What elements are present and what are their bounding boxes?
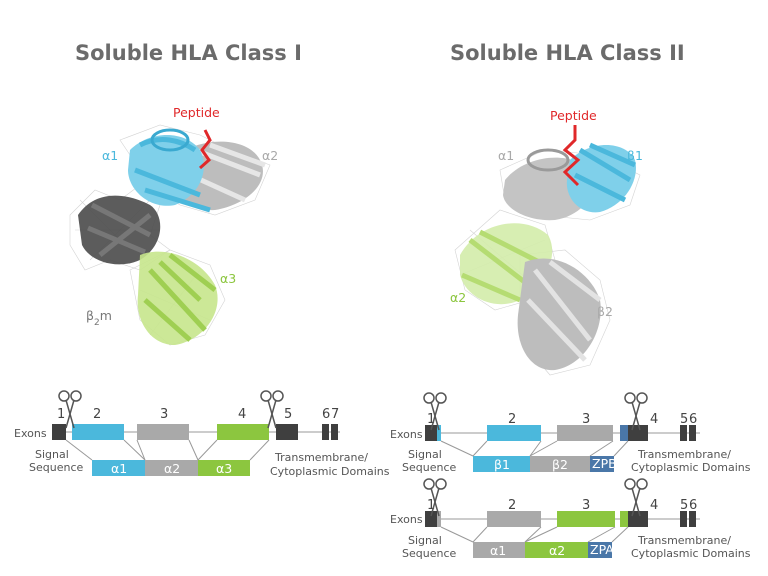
domain-zpb (590, 456, 614, 472)
exon-7 (331, 424, 338, 440)
exon-number: 4 (650, 412, 658, 427)
exon-1 (425, 425, 437, 441)
domain-label: β2 (552, 457, 568, 472)
class2-beta-gene-diagram: 1 2 3 4 5 6 Exons Signal Sequence β1 β2 (390, 392, 751, 474)
exon-4 (628, 425, 648, 441)
exon-number: 3 (582, 498, 590, 513)
exon-3 (557, 425, 613, 441)
class1-b2m-label: β2m (86, 308, 112, 328)
class1-title: Soluble HLA Class I (75, 41, 302, 65)
class2-a1-label: α1 (498, 148, 514, 163)
domain-a1 (92, 460, 145, 476)
domain-a3 (198, 460, 250, 476)
domain-label: ZPA (590, 542, 614, 557)
class1-a2-label: α2 (262, 148, 278, 163)
exon-1 (425, 511, 437, 527)
signal-label: Signal (408, 448, 442, 461)
domain-label: ZPB (592, 456, 617, 471)
exon-number: 6 (322, 407, 330, 422)
scissors-icon (423, 392, 447, 431)
exons-label: Exons (390, 428, 423, 441)
exon-6 (689, 511, 696, 527)
domain-b1 (473, 456, 530, 472)
scissors-icon (624, 392, 648, 431)
exon-3 (557, 511, 615, 527)
tm-label: Transmembrane/ (637, 534, 731, 547)
exon-number: 2 (508, 498, 516, 513)
exon-number: 2 (93, 407, 101, 422)
exons-label: Exons (390, 513, 423, 526)
exon-4 (217, 424, 269, 440)
signal-label: Sequence (402, 461, 456, 474)
domain-a2 (145, 460, 198, 476)
exon-number: 5 (284, 407, 292, 422)
tm-label: Cytoplasmic Domains (270, 465, 390, 478)
tm-label: Transmembrane/ (274, 451, 368, 464)
exons-label: Exons (14, 427, 47, 440)
exon-6 (322, 424, 329, 440)
exon-number: 5 (680, 498, 688, 513)
domain-b2 (530, 456, 590, 472)
exon-2 (487, 425, 541, 441)
scissors-icon (58, 390, 82, 429)
exon-2 (72, 424, 124, 440)
class2-alpha-gene-diagram: 1 2 3 4 5 6 Exons Signal Sequence α1 α2 (390, 478, 751, 560)
class2-title: Soluble HLA Class II (450, 41, 685, 65)
exon-number: 3 (582, 412, 590, 427)
tm-label: Cytoplasmic Domains (631, 547, 751, 560)
exon-number: 1 (57, 407, 65, 422)
exon-number: 7 (331, 407, 339, 422)
exon-5 (276, 424, 298, 440)
exon-6 (689, 425, 696, 441)
exon-number: 3 (160, 407, 168, 422)
tm-label: Cytoplasmic Domains (631, 461, 751, 474)
signal-label: Sequence (29, 461, 83, 474)
domain-a1 (473, 542, 525, 558)
exon-4 (628, 511, 648, 527)
domain-label: β1 (494, 457, 510, 472)
class2-peptide-label: Peptide (550, 108, 597, 123)
domain-label: α1 (490, 543, 506, 558)
exon-number: 4 (238, 407, 246, 422)
class2-b1-label: β1 (627, 148, 643, 163)
class2-a2-label: α2 (450, 290, 466, 305)
domain-label: α3 (216, 461, 232, 476)
domain-label: α1 (111, 461, 127, 476)
scissors-icon (423, 478, 447, 517)
domain-label: α2 (164, 461, 180, 476)
exon-2 (487, 511, 541, 527)
exon-number: 5 (680, 412, 688, 427)
tm-label: Transmembrane/ (637, 448, 731, 461)
exon-number: 6 (689, 412, 697, 427)
domain-a2 (525, 542, 588, 558)
domain-zpa (588, 542, 612, 558)
exon-1 (52, 424, 66, 440)
exon-number: 1 (427, 412, 435, 427)
domain-label: α2 (549, 543, 565, 558)
class1-peptide-label: Peptide (173, 105, 220, 120)
class1-structure (69, 124, 271, 346)
exon-number: 4 (650, 498, 658, 513)
exon-number: 6 (689, 498, 697, 513)
exon-5 (680, 511, 687, 527)
exon-number: 1 (427, 498, 435, 513)
scissors-icon (624, 478, 648, 517)
class1-a3-label: α3 (220, 271, 236, 286)
class1-gene-diagram: 1 2 3 4 5 6 7 Exons Signal Sequence α1 (14, 390, 390, 478)
class2-b2-label: β2 (597, 304, 613, 319)
signal-label: Sequence (402, 547, 456, 560)
signal-label: Signal (35, 448, 69, 461)
signal-label: Signal (408, 534, 442, 547)
scissors-icon (260, 390, 284, 429)
exon-5 (680, 425, 687, 441)
class2-structure (454, 125, 641, 376)
exon-3 (137, 424, 189, 440)
exon-number: 2 (508, 412, 516, 427)
class1-a1-label: α1 (102, 148, 118, 163)
